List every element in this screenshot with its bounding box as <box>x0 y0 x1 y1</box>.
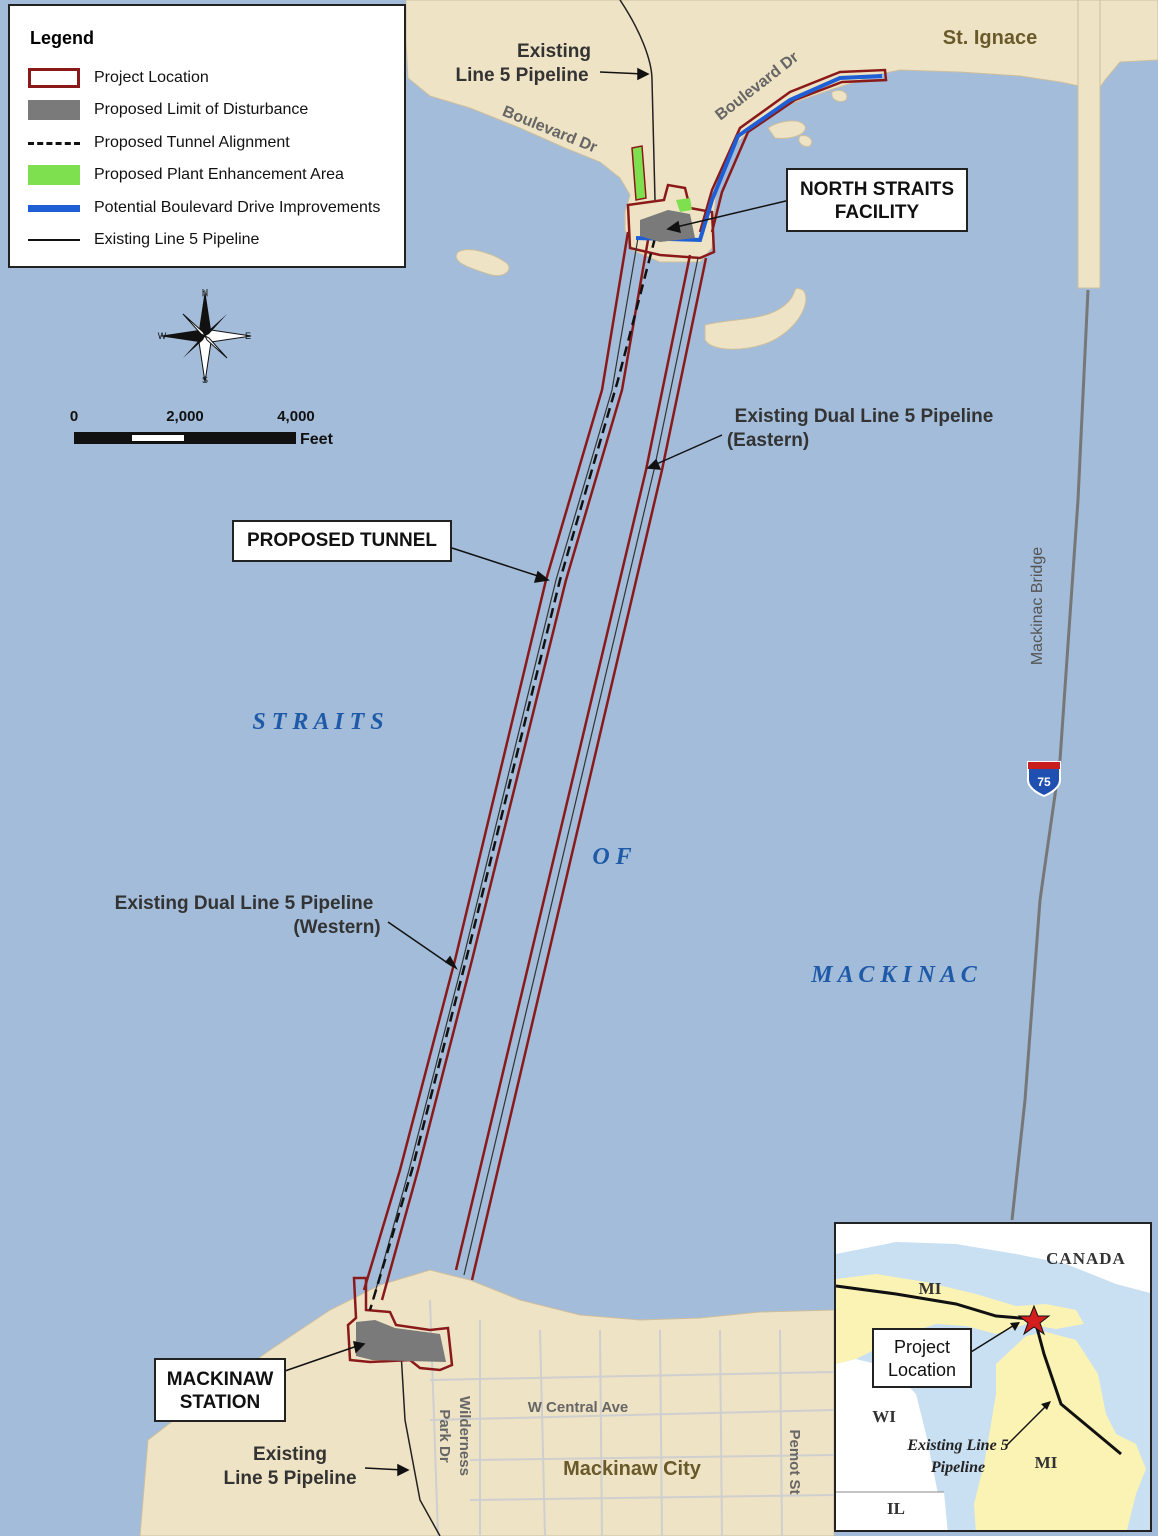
scale-tick-0: 0 <box>70 408 78 425</box>
legend-label: Potential Boulevard Drive Improvements <box>94 199 381 216</box>
inset-label-il: IL <box>887 1499 905 1518</box>
scale-tick-2000: 2,000 <box>166 408 204 425</box>
callout-line: Location <box>887 1360 957 1380</box>
legend-item-project-location: Project Location <box>28 67 209 89</box>
inset-label-canada: CANADA <box>1046 1249 1126 1268</box>
legend-label: Proposed Limit of Disturbance <box>94 101 309 118</box>
callout-line: PROPOSED TUNNEL <box>246 530 438 551</box>
scale-unit: Feet <box>300 431 334 448</box>
label-wilderness-2: Park Dr <box>436 1409 453 1463</box>
callout-line: STATION <box>179 1392 261 1413</box>
compass-s: S <box>202 375 208 385</box>
inset-label-mi-north: MI <box>919 1279 942 1298</box>
label-existing-line5-south-2: Line 5 Pipeline <box>223 1468 356 1489</box>
scale-bar: 0 2,000 4,000 Feet <box>70 408 334 448</box>
inset-label-wi: WI <box>872 1407 896 1426</box>
label-eastern-2: (Eastern) <box>727 430 809 451</box>
callout-line: MACKINAW <box>166 1369 274 1390</box>
callout-arrows <box>281 67 791 1477</box>
label-of: O F <box>592 844 631 870</box>
line5-south-landfall <box>399 1334 441 1536</box>
legend-label: Proposed Tunnel Alignment <box>94 134 290 151</box>
label-wilderness-1: Wilderness <box>456 1396 473 1476</box>
label-mackinaw-city: Mackinaw City <box>563 1458 702 1480</box>
label-w-central: W Central Ave <box>528 1399 629 1416</box>
inset-lower-peninsula <box>974 1332 1146 1530</box>
callout-line: FACILITY <box>834 202 920 223</box>
label-eastern-1: Existing Dual Line 5 Pipeline <box>735 406 994 427</box>
inset-canada <box>836 1224 1150 1293</box>
legend-item-limit-of-disturbance: Proposed Limit of Disturbance <box>28 99 308 121</box>
compass-rose-icon: N S E W <box>158 288 252 385</box>
inset-callout-project-location: Project Location <box>872 1328 972 1388</box>
callout-line: Project <box>893 1337 951 1357</box>
bridge-approach <box>1077 0 1101 289</box>
dual-line5-pipelines <box>372 237 699 1301</box>
inset-illinois <box>836 1492 948 1530</box>
island-east <box>704 287 807 350</box>
legend-item-line5-pipeline: Existing Line 5 Pipeline <box>28 229 259 251</box>
line5-swatch <box>28 230 80 250</box>
interstate-number: 75 <box>1037 775 1051 789</box>
interstate-75-shield-icon: 75 <box>1027 761 1061 798</box>
label-western-1: Existing Dual Line 5 Pipeline <box>115 893 374 914</box>
south-disturbance <box>356 1320 446 1362</box>
inset-label-line5-1: Existing Line 5 <box>906 1437 1008 1454</box>
island-west <box>455 249 510 276</box>
scale-tick-4000: 4,000 <box>277 408 315 425</box>
project-location-star-icon <box>1017 1304 1051 1336</box>
label-existing-line5-north-2: Line 5 Pipeline <box>455 65 588 86</box>
inset-wisconsin <box>836 1359 946 1530</box>
legend-label: Proposed Plant Enhancement Area <box>94 166 344 183</box>
callout-proposed-tunnel: PROPOSED TUNNEL <box>232 520 452 562</box>
mackinac-bridge-line <box>1010 289 1090 1221</box>
label-western-2: (Western) <box>293 917 380 938</box>
legend-title: Legend <box>30 28 95 48</box>
label-mackinac-bridge: Mackinac Bridge <box>1029 547 1046 665</box>
label-pemot: Pemot St <box>786 1429 803 1494</box>
callout-mackinaw-station: MACKINAW STATION <box>154 1358 286 1422</box>
legend-label: Existing Line 5 Pipeline <box>94 231 260 248</box>
legend-label: Project Location <box>94 69 209 86</box>
legend-item-tunnel-alignment: Proposed Tunnel Alignment <box>28 132 290 154</box>
proposed-tunnel-alignment <box>368 237 657 1311</box>
disturbance-swatch <box>28 100 80 120</box>
label-existing-line5-south-1: Existing <box>253 1444 327 1465</box>
tunnel-alignment-swatch <box>28 133 80 153</box>
line5-north-landfall <box>619 0 656 201</box>
boulevard-swatch <box>28 198 80 218</box>
inset-label-line5-2: Pipeline <box>930 1459 985 1476</box>
inset-label-mi-south: MI <box>1035 1453 1058 1472</box>
plant-enhancement-swatch <box>28 165 80 185</box>
label-straits: S T R A I T S <box>252 709 383 735</box>
legend-item-boulevard-improvements: Potential Boulevard Drive Improvements <box>28 197 380 219</box>
inset-locator-map: CANADA MI MI WI IL Existing Line 5 Pipel… <box>834 1222 1152 1532</box>
north-disturbance <box>640 210 695 242</box>
legend-item-plant-enhancement: Proposed Plant Enhancement Area <box>28 164 344 186</box>
boulevard-improvements <box>635 74 883 243</box>
label-mackinac: M A C K I N A C <box>810 962 978 988</box>
inset-upper-peninsula <box>836 1274 1084 1364</box>
island-small-2 <box>831 89 848 103</box>
island-small-1 <box>767 120 806 139</box>
compass-w: W <box>158 331 167 341</box>
project-location-swatch <box>28 68 80 88</box>
legend: Legend Project Location Proposed Limit o… <box>8 4 406 268</box>
label-existing-line5-north-1: Existing <box>517 41 591 62</box>
plant-enhancement-north <box>631 145 647 201</box>
island-small-3 <box>798 135 813 147</box>
callout-north-straits-facility: NORTH STRAITS FACILITY <box>786 168 968 232</box>
callout-line: NORTH STRAITS <box>799 179 955 200</box>
label-st-ignace: St. Ignace <box>943 27 1037 49</box>
plant-enhancement-small <box>676 198 692 212</box>
compass-e: E <box>245 331 251 341</box>
compass-n: N <box>202 288 209 298</box>
